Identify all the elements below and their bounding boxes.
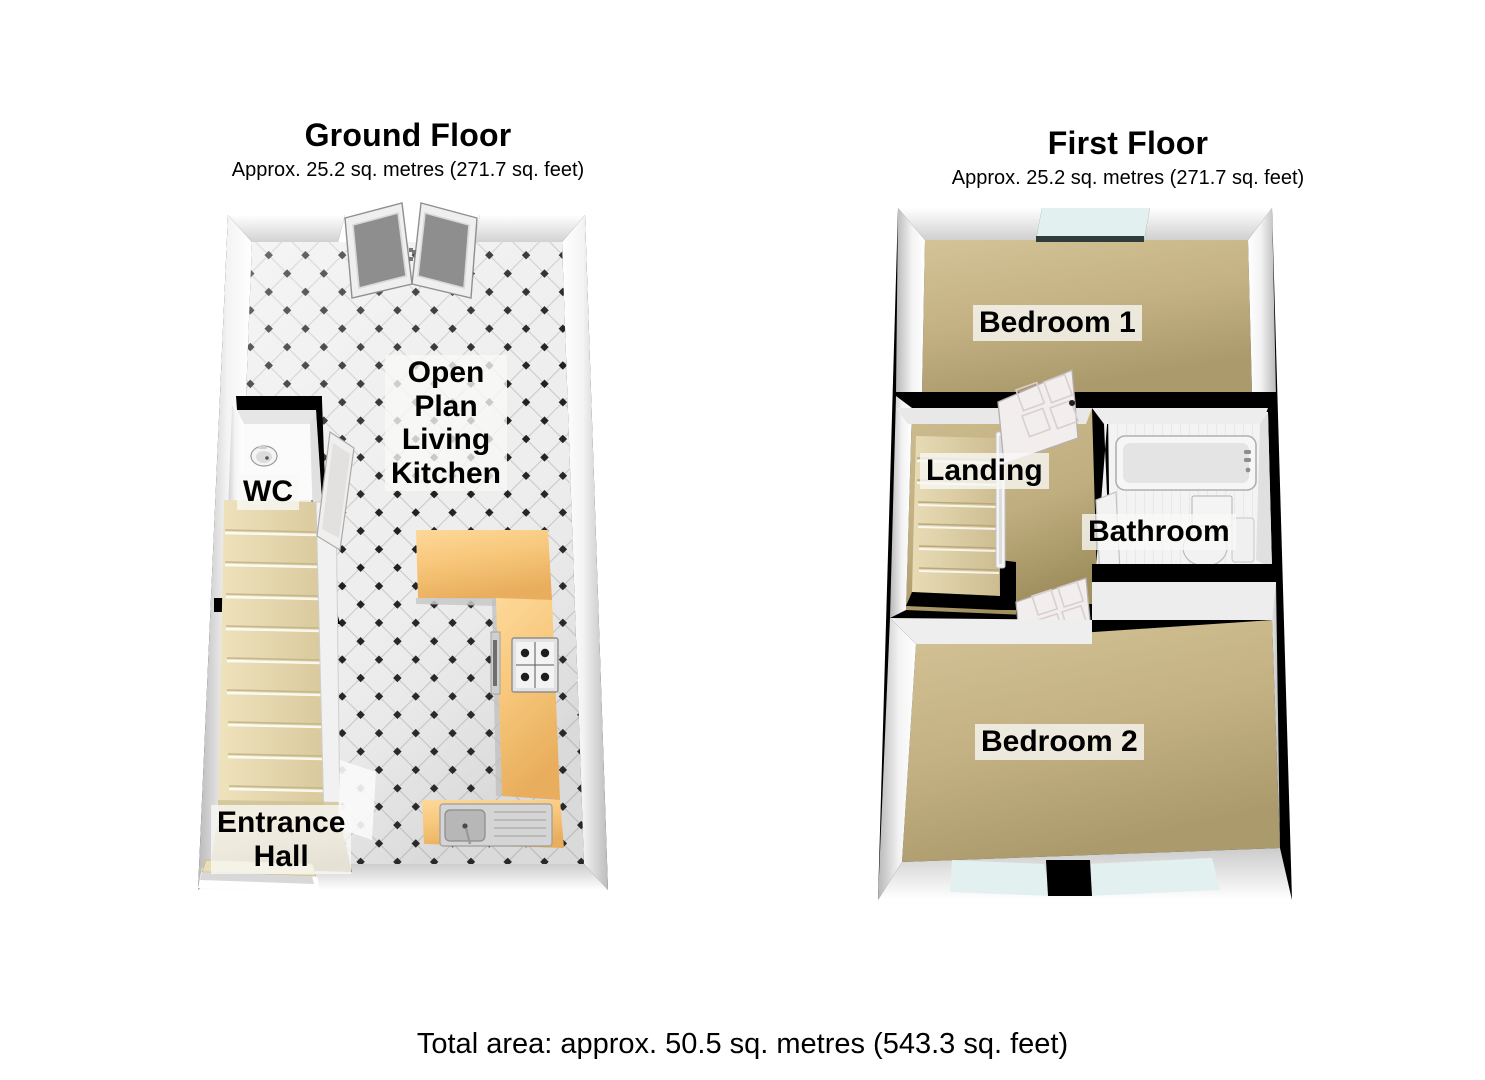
total-area-text: Total area: approx. 50.5 sq. metres (543… (416, 1028, 1069, 1060)
staircase-up[interactable] (218, 500, 324, 820)
wc-door-leaf[interactable] (316, 430, 355, 551)
bathroom[interactable] (1092, 408, 1272, 579)
french-door-leaf-right[interactable] (411, 202, 478, 299)
room-label-bedroom-2: Bedroom 2 (975, 724, 1144, 760)
kitchen-worktop[interactable] (416, 530, 564, 848)
bedroom-1[interactable] (896, 208, 1276, 396)
room-label-entrance-hall: Entrance Hall (211, 805, 352, 875)
room-label-wc: WC (237, 474, 299, 510)
french-doors[interactable] (338, 202, 480, 299)
room-label-landing: Landing (920, 453, 1049, 489)
first-floor-title: First Floor (1047, 125, 1209, 161)
oven-icon (490, 631, 501, 695)
first-floor-heading-block: First Floor Approx. 25.2 sq. metres (271… (848, 125, 1408, 190)
bedroom-2-windows (950, 858, 1220, 896)
bedroom-1-partition-wall (896, 392, 1276, 408)
bedroom-1-window (1036, 208, 1150, 242)
ground-floor-title: Ground Floor (304, 117, 512, 153)
bath-tub-icon (1115, 435, 1257, 491)
ground-floor-plan[interactable] (140, 200, 670, 920)
ground-floor-area-text: Approx. 25.2 sq. metres (271.7 sq. feet) (231, 159, 585, 182)
first-floor-area-text: Approx. 25.2 sq. metres (271.7 sq. feet) (951, 167, 1305, 190)
bedroom-1-door-leaf[interactable] (997, 369, 1080, 465)
french-door-leaf-left[interactable] (344, 202, 413, 299)
wc-and-stair-enclosure[interactable] (214, 396, 341, 821)
room-label-bathroom: Bathroom (1082, 514, 1236, 550)
gas-hob-icon (511, 637, 559, 693)
room-label-open-plan-living-kitchen: Open Plan Living Kitchen (385, 355, 508, 492)
room-label-bedroom-1: Bedroom 1 (973, 305, 1142, 341)
wash-basin-icon (250, 445, 278, 467)
sink-with-drainer-icon (439, 803, 553, 847)
ground-floor-heading-block: Ground Floor Approx. 25.2 sq. metres (27… (128, 117, 688, 182)
